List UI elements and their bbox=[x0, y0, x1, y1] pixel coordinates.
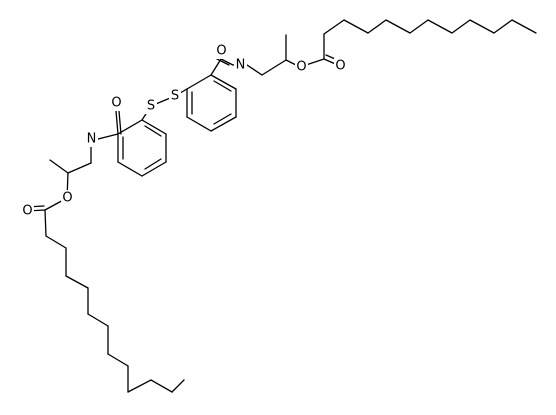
bond-line bbox=[65, 275, 89, 289]
atom-S1-label: S bbox=[171, 89, 179, 104]
atom-O5: O bbox=[61, 190, 74, 206]
bond-line bbox=[213, 80, 232, 92]
atom-N2-label: N bbox=[87, 132, 97, 147]
bond-line bbox=[186, 74, 212, 90]
bond-line bbox=[141, 119, 167, 135]
bond-line bbox=[144, 158, 162, 170]
bond-line bbox=[213, 113, 232, 125]
bond-line bbox=[451, 19, 471, 34]
bond-line bbox=[210, 116, 237, 132]
atom-labels: O N O O S S O N bbox=[21, 43, 347, 219]
bond-line bbox=[141, 161, 167, 177]
bond-line bbox=[323, 19, 345, 35]
atom-O2-label: O bbox=[296, 60, 306, 75]
atom-S2: S bbox=[145, 98, 157, 114]
bond-line bbox=[210, 58, 222, 76]
bond-line bbox=[261, 59, 287, 76]
bond-line bbox=[246, 64, 263, 76]
bond-line bbox=[216, 58, 230, 66]
bond-line bbox=[127, 379, 152, 393]
atom-N1: N bbox=[234, 57, 247, 73]
atom-O4: O bbox=[110, 95, 123, 111]
atom-O3: O bbox=[334, 58, 347, 74]
bond-line bbox=[118, 110, 122, 135]
atom-O4-label: O bbox=[111, 96, 121, 111]
atom-O1-label: O bbox=[216, 44, 226, 59]
bond-line bbox=[107, 353, 129, 367]
atom-O1: O bbox=[215, 43, 228, 59]
bond-line bbox=[469, 19, 495, 34]
atom-O3-label: O bbox=[335, 59, 345, 74]
bond-line bbox=[427, 19, 453, 34]
atom-O2: O bbox=[295, 59, 308, 75]
bond-line bbox=[44, 209, 47, 237]
bond-line bbox=[171, 379, 185, 393]
bond-line bbox=[343, 19, 369, 34]
atom-N2: N bbox=[85, 131, 98, 147]
bond-line bbox=[150, 379, 173, 393]
bond-line bbox=[97, 133, 119, 140]
bond-line bbox=[87, 313, 109, 327]
bond-line bbox=[385, 19, 411, 34]
bond-line bbox=[409, 19, 429, 34]
atom-O5-label: O bbox=[62, 191, 72, 206]
bond-line bbox=[367, 19, 387, 34]
bond-line bbox=[186, 116, 212, 132]
atom-O6: O bbox=[21, 203, 34, 219]
atom-S2-label: S bbox=[147, 99, 155, 114]
bond-line bbox=[49, 159, 69, 174]
atom-O6-label: O bbox=[22, 204, 32, 219]
bond-line bbox=[144, 125, 162, 137]
bond-line bbox=[115, 110, 119, 135]
bond-line bbox=[67, 162, 92, 174]
bond-line bbox=[493, 19, 513, 34]
bond-line bbox=[45, 235, 67, 249]
bond-line bbox=[210, 74, 237, 90]
bond-line bbox=[117, 119, 143, 135]
bond-lines bbox=[25, 19, 537, 393]
atom-N1-label: N bbox=[236, 58, 246, 73]
bond-line bbox=[220, 58, 234, 66]
bond-line bbox=[117, 161, 143, 177]
bond-line bbox=[511, 19, 537, 34]
atom-S1: S bbox=[169, 88, 181, 104]
